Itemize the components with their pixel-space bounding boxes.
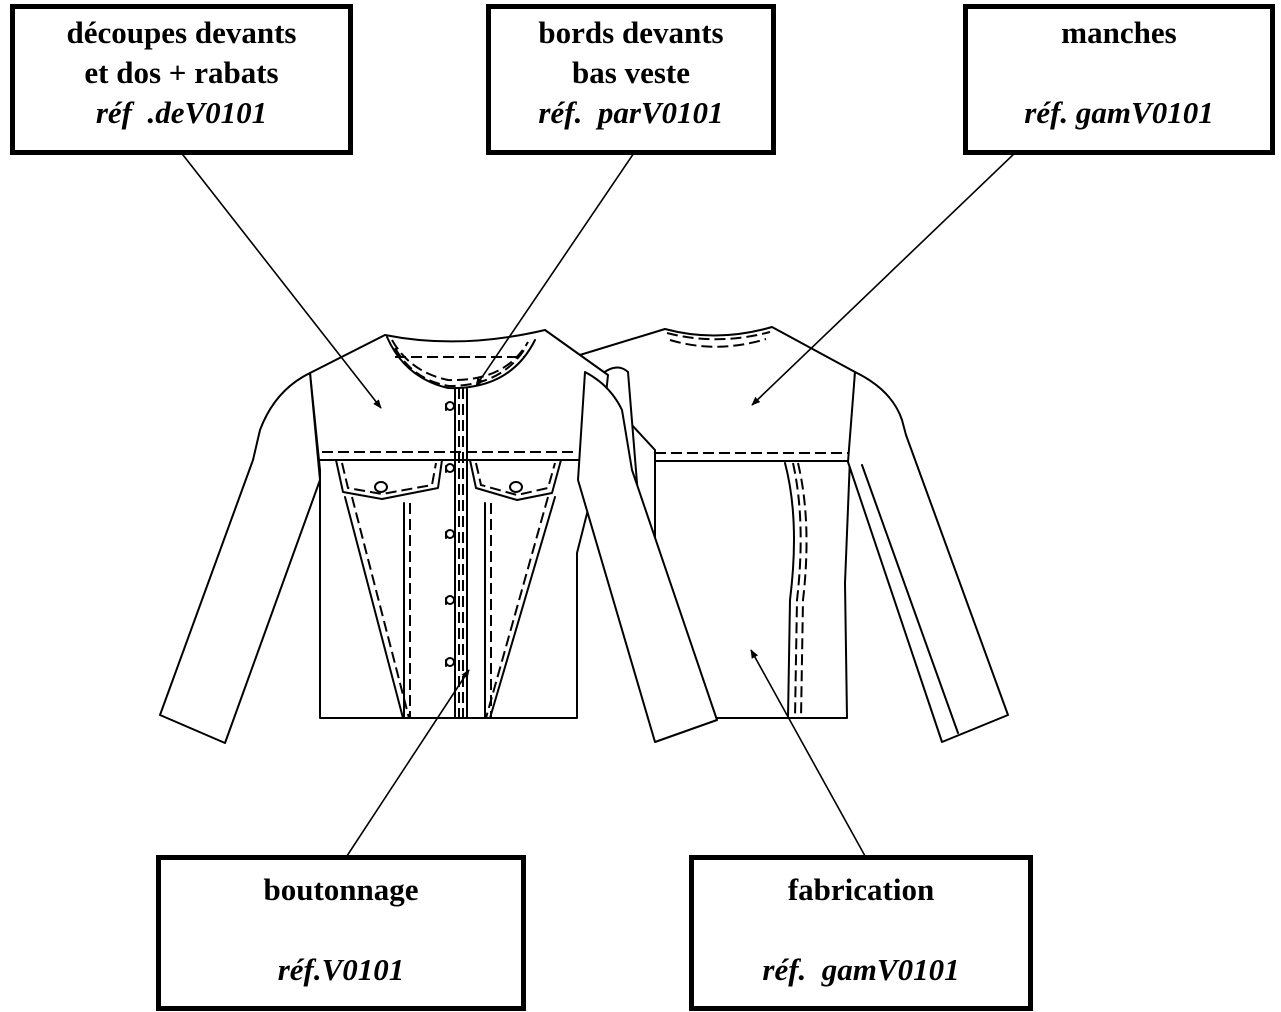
label-fabrication-line1: fabrication (787, 872, 935, 907)
label-boutonnage: boutonnage réf.V0101 (156, 855, 526, 1011)
label-decoupes: découpes devants et dos + rabats réf .de… (10, 4, 353, 155)
pointer-arrow-boutonnage (342, 669, 470, 863)
label-fabrication: fabrication réf. gamV0101 (689, 855, 1033, 1011)
label-boutonnage-line1: boutonnage (263, 872, 419, 907)
label-fabrication-ref: réf. gamV0101 (762, 952, 960, 987)
button-icon (374, 481, 388, 493)
label-spacer (694, 910, 1028, 950)
label-spacer (968, 53, 1270, 93)
label-spacer (161, 910, 521, 950)
button-icon (509, 481, 523, 493)
label-decoupes-line1: découpes devants (66, 15, 297, 50)
label-manches: manches réf. gamV0101 (963, 4, 1275, 155)
front-buttons (374, 401, 523, 667)
pointer-arrow-manches (751, 149, 1019, 406)
label-manches-line1: manches (1061, 15, 1177, 50)
label-bords-line2: bas veste (572, 55, 690, 90)
label-boutonnage-ref: réf.V0101 (277, 952, 405, 987)
label-decoupes-ref: réf .deV0101 (95, 95, 268, 130)
pointer-arrow-bords (475, 149, 637, 387)
pointer-arrow-fabrication (750, 649, 871, 866)
button-icon (445, 595, 455, 605)
front-jacket-drawing (159, 329, 718, 744)
pointer-arrow-decoupes (175, 145, 382, 409)
label-manches-ref: réf. gamV0101 (1024, 95, 1214, 130)
label-bords: bords devants bas veste réf. parV0101 (486, 4, 776, 155)
button-icon (445, 401, 455, 411)
button-icon (445, 657, 455, 667)
button-icon (445, 463, 455, 473)
button-icon (445, 529, 455, 539)
label-bords-line1: bords devants (538, 15, 724, 50)
pointer-arrows (175, 145, 1019, 866)
label-bords-ref: réf. parV0101 (538, 95, 724, 130)
label-decoupes-line2: et dos + rabats (84, 55, 279, 90)
